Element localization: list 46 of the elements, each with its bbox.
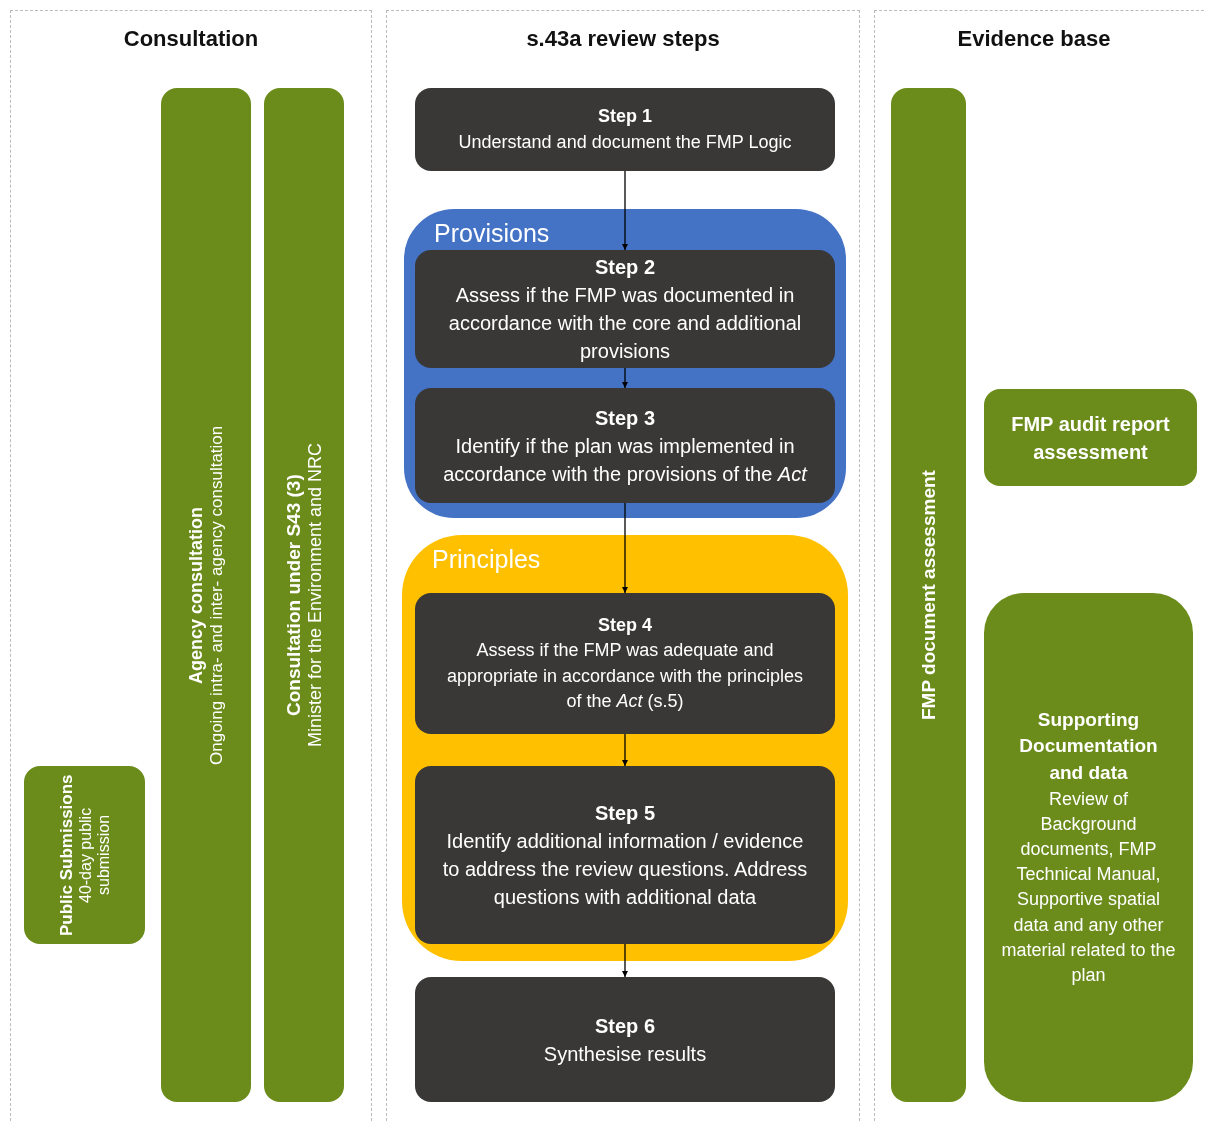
column-heading: s.43a review steps xyxy=(525,26,721,52)
step-text: Identify additional information / evidence to address the review questions. Address questions with additional data xyxy=(441,829,809,910)
step-text: Assess if the FMP was adequate and appropriate in accordance with the principles of the Act (s.5) xyxy=(445,639,805,713)
column-heading: Evidence base xyxy=(956,26,1112,52)
bar-heading: Public Submissions xyxy=(56,774,77,936)
group-title: Principles xyxy=(432,545,541,574)
vertical-bar xyxy=(161,88,251,1102)
step-box xyxy=(415,388,835,503)
bar-text: Ongoing intra- and inter- agency consultation xyxy=(206,425,227,765)
arrow xyxy=(621,733,629,767)
group-panel xyxy=(402,535,848,961)
evidence-box xyxy=(984,389,1197,486)
step-text: Synthesise results xyxy=(543,1041,707,1067)
arrow xyxy=(621,170,629,251)
vertical-bar xyxy=(24,766,145,944)
column-heading: Consultation xyxy=(122,26,260,52)
step-heading: Step 5 xyxy=(595,801,655,826)
vertical-bar xyxy=(891,88,966,1102)
step-text: Identify if the plan was implemented in accordance with the provisions of the Act xyxy=(442,433,809,487)
box-heading: FMP audit report assessment xyxy=(1010,411,1171,465)
arrow xyxy=(621,943,629,978)
vertical-bar xyxy=(264,88,344,1102)
arrow xyxy=(621,367,629,389)
step-heading: Step 6 xyxy=(595,1013,655,1039)
box-text: Review of Background documents, FMP Technical Manual, Supportive spatial data and any other material related to the plan xyxy=(1000,787,1177,987)
step-box xyxy=(415,766,835,944)
bar-text: Minister for the Environment and NRC xyxy=(304,442,326,748)
bar-heading: FMP document assessment xyxy=(917,470,940,720)
step-heading: Step 4 xyxy=(598,614,652,638)
step-heading: Step 1 xyxy=(598,105,652,129)
step-box xyxy=(415,250,835,368)
step-heading: Step 3 xyxy=(595,405,655,431)
arrow xyxy=(621,502,629,594)
step-box xyxy=(415,593,835,734)
step-text: Assess if the FMP was documented in accordance with the core and additional provisions xyxy=(447,283,803,364)
evidence-box xyxy=(984,593,1193,1102)
group-title: Provisions xyxy=(434,219,550,248)
step-text: Understand and document the FMP Logic xyxy=(458,130,792,154)
bar-heading: Consultation under S43 (3) xyxy=(282,474,305,716)
box-heading: Supporting Documentation and data xyxy=(1018,707,1159,786)
bar-heading: Agency consultation xyxy=(185,506,207,684)
group-panel xyxy=(404,209,846,518)
step-box xyxy=(415,977,835,1102)
step-box xyxy=(415,88,835,171)
step-heading: Step 2 xyxy=(595,255,655,280)
bar-text: 40-day public submission xyxy=(76,806,113,905)
